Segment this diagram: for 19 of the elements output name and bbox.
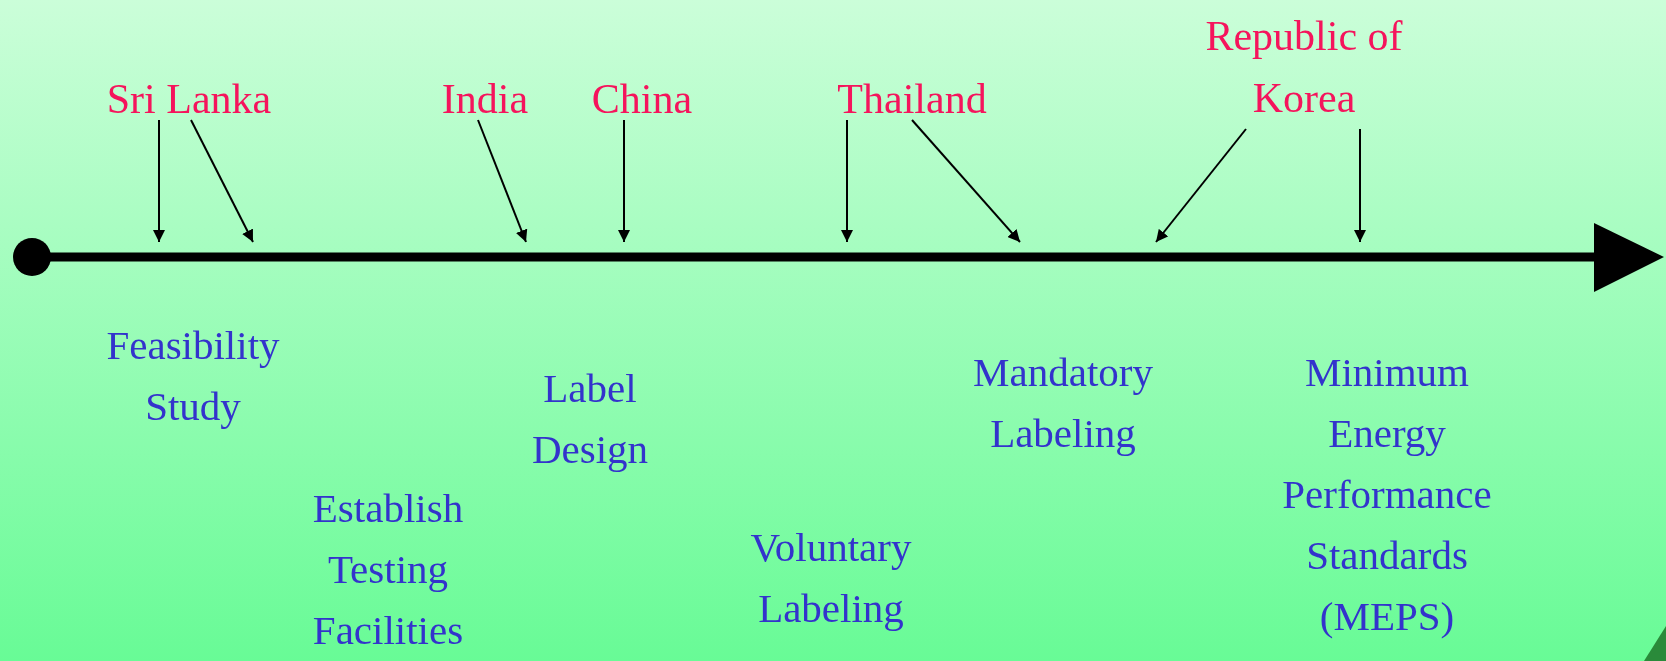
arrow xyxy=(841,119,853,243)
stage-label: Feasibility Study xyxy=(105,321,281,431)
country-label: Republic of Korea xyxy=(1204,5,1404,129)
stage-label: Establish Testing Facilities xyxy=(311,484,465,655)
country-label: Sri Lanka xyxy=(106,78,272,120)
country-label: Thailand xyxy=(837,78,987,120)
stage-label: Label Design xyxy=(530,364,650,474)
arrow xyxy=(911,119,1021,243)
stage-label: Minimum Energy Performance Standards (MEPS) xyxy=(1281,348,1493,641)
arrow xyxy=(1155,128,1247,243)
arrow xyxy=(1354,128,1366,243)
arrow xyxy=(190,119,254,243)
stage-label: Voluntary Labeling xyxy=(749,523,913,633)
country-label: India xyxy=(441,78,529,120)
arrow xyxy=(153,119,165,243)
arrow xyxy=(477,119,528,243)
country-label: China xyxy=(591,78,693,120)
arrow xyxy=(618,119,630,243)
stage-label: Mandatory Labeling xyxy=(972,348,1154,458)
